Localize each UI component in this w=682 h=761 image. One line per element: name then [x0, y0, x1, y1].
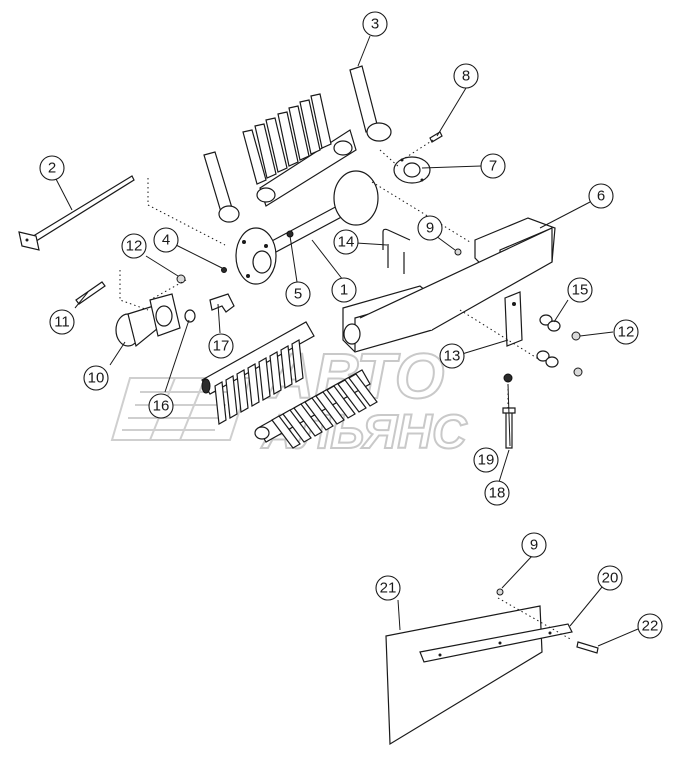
callout-17: 17 — [208, 333, 234, 359]
callout-label-17: 17 — [213, 338, 230, 355]
callout-label-21: 21 — [380, 580, 397, 597]
callout-label-9-lower: 9 — [530, 537, 538, 554]
callouts: 1 2 3 4 5 6 7 8 9 9 10 11 12 12 13 14 15… — [39, 11, 663, 639]
part-paddle-assembly-left — [201, 321, 315, 425]
part-motor-10 — [115, 293, 181, 348]
callout-label-2: 2 — [48, 160, 56, 177]
callout-label-15: 15 — [572, 282, 589, 299]
part-fitting-16 — [184, 309, 196, 323]
callout-7: 7 — [480, 153, 506, 179]
callout-label-12-left: 12 — [126, 238, 143, 255]
part-shaft-1 — [235, 170, 379, 285]
part-bracket-13 — [504, 291, 523, 347]
callout-22: 22 — [637, 613, 663, 639]
callout-12-right: 12 — [613, 319, 639, 345]
callout-label-19: 19 — [478, 452, 495, 469]
callout-6: 6 — [588, 183, 614, 209]
part-strip-20 — [419, 623, 573, 663]
callout-label-18: 18 — [489, 485, 506, 502]
callout-label-13: 13 — [444, 348, 461, 365]
callout-2: 2 — [39, 155, 65, 181]
part-frame-6 — [342, 217, 556, 353]
part-bolt-8 — [429, 131, 443, 143]
callout-8: 8 — [453, 63, 479, 89]
callout-21: 21 — [375, 575, 401, 601]
callout-label-10: 10 — [88, 370, 105, 387]
leader-lines — [55, 35, 639, 647]
callout-18: 18 — [484, 480, 510, 506]
callout-label-5: 5 — [294, 286, 302, 303]
callout-9-lower: 9 — [521, 532, 547, 558]
callout-label-4: 4 — [162, 232, 170, 249]
callout-label-8: 8 — [462, 68, 470, 85]
callout-label-20: 20 — [602, 570, 619, 587]
callout-20: 20 — [597, 565, 623, 591]
callout-15: 15 — [567, 277, 593, 303]
part-nut-9 — [454, 248, 504, 596]
callout-4: 4 — [153, 227, 179, 253]
part-rod-2 — [18, 175, 135, 251]
callout-label-16: 16 — [153, 398, 170, 415]
callout-label-7: 7 — [489, 158, 497, 175]
callout-16: 16 — [148, 393, 174, 419]
callout-11: 11 — [49, 309, 75, 335]
callout-label-9-upper: 9 — [426, 220, 434, 237]
callout-19: 19 — [473, 447, 499, 473]
callout-5: 5 — [285, 281, 311, 307]
callout-3: 3 — [362, 11, 388, 37]
part-nut-19 — [503, 373, 513, 383]
callout-12-left: 12 — [121, 233, 147, 259]
callout-label-12-right: 12 — [618, 324, 635, 341]
part-bolt-22 — [576, 641, 599, 654]
part-fitting-17 — [209, 293, 235, 313]
part-paddles-3 — [203, 65, 392, 223]
callout-9-upper: 9 — [417, 215, 443, 241]
callout-label-3: 3 — [371, 16, 379, 33]
callout-label-14: 14 — [338, 234, 355, 251]
callout-13: 13 — [439, 343, 465, 369]
part-washers-15 — [536, 314, 561, 368]
callout-14: 14 — [333, 229, 359, 255]
part-paddle-assembly-right — [254, 369, 378, 449]
part-u-bolt-14 — [382, 228, 411, 274]
part-key-4 — [221, 267, 227, 273]
callout-label-1: 1 — [340, 282, 348, 299]
callout-label-6: 6 — [597, 188, 605, 205]
callout-10: 10 — [83, 365, 109, 391]
callout-label-22: 22 — [642, 618, 659, 635]
callout-1: 1 — [331, 277, 357, 303]
part-plate-21 — [385, 605, 543, 746]
callout-label-11: 11 — [54, 314, 70, 331]
part-bearing-7 — [393, 156, 431, 184]
